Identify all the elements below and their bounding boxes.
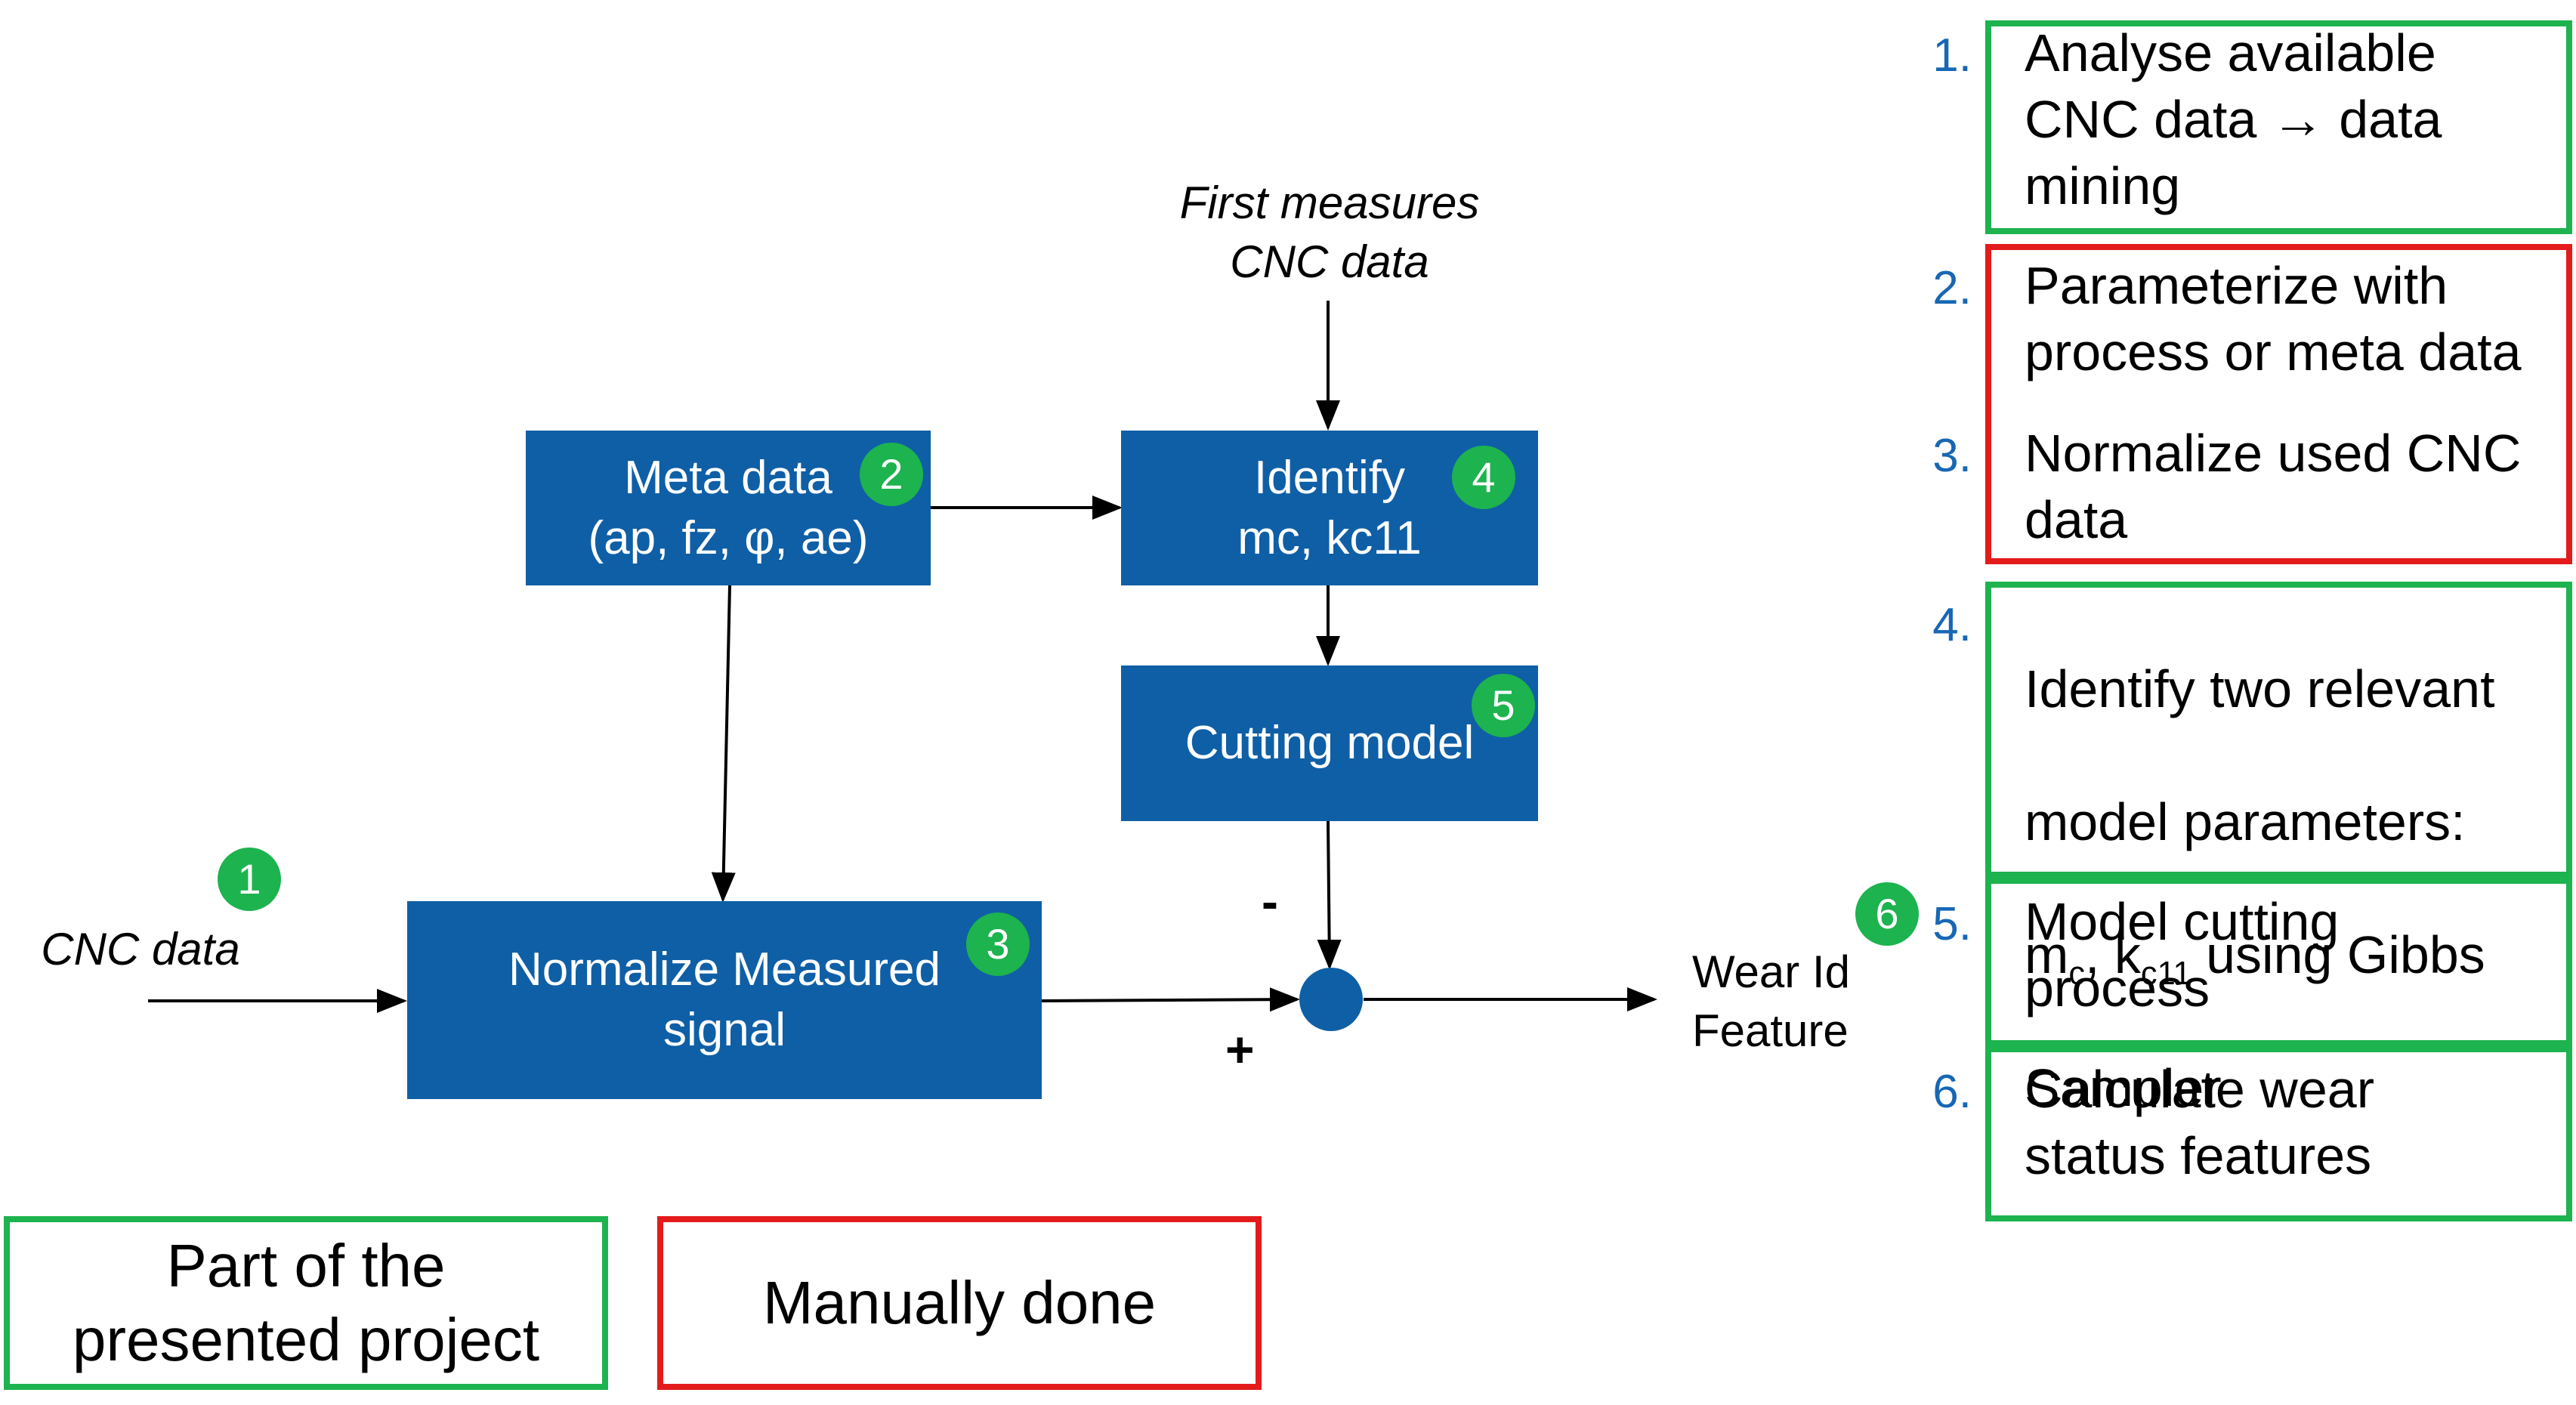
summing-junction xyxy=(1299,968,1363,1031)
step-4-m: m xyxy=(2025,925,2069,984)
step-2-text: Parameterize with process or meta data xyxy=(2025,256,2522,381)
steps-2-3-frame xyxy=(1985,244,2572,564)
wear-id-feature-label: Wear Id Feature xyxy=(1692,946,1850,1056)
step-1-text: Analyse available CNC data → data mining xyxy=(2025,23,2442,215)
cutting-model-box: Cutting model xyxy=(1121,665,1538,821)
step-5-number: 5. xyxy=(1932,898,1972,950)
step-3-text: Normalize used CNC data xyxy=(2025,424,2522,549)
legend-red-box: Manually done xyxy=(657,1216,1262,1390)
arrow-cutting-to-sum xyxy=(1317,820,1342,970)
normalize-label: Normalize Measured signal xyxy=(508,943,941,1056)
arrow-normalize-to-sum xyxy=(1041,987,1300,1012)
step-4-tail: using Gibbs xyxy=(2191,925,2485,984)
meta-data-box: Meta data (ap, fz, φ, ae) xyxy=(526,431,931,585)
minus-sign: - xyxy=(1262,873,1278,929)
step-4-line-1: Identify two relevant xyxy=(2025,659,2495,718)
cnc-data-input-label: CNC data xyxy=(41,924,240,974)
step-5-frame xyxy=(1985,878,2572,1046)
badge-4: 4 xyxy=(1452,446,1515,509)
step-5-text: Model cutting process xyxy=(2025,892,2340,1017)
step-4-number: 4. xyxy=(1932,599,1972,651)
meta-data-label: Meta data (ap, fz, φ, ae) xyxy=(588,451,869,564)
badge-1: 1 xyxy=(218,848,281,911)
step-1-number: 1. xyxy=(1932,29,1972,82)
step-6-text: Calculate wear status features xyxy=(2025,1060,2374,1185)
step-1-frame xyxy=(1985,20,2572,234)
badge-5: 5 xyxy=(1472,674,1535,737)
step-4-sep: , k xyxy=(2085,925,2141,984)
badge-3: 3 xyxy=(966,912,1030,976)
first-measures-label: First measures CNC data xyxy=(1179,178,1480,287)
identify-label: Identify mc, kc11 xyxy=(1237,451,1422,564)
cutting-model-label: Cutting model xyxy=(1185,717,1475,769)
step-6-number: 6. xyxy=(1932,1066,1972,1118)
step-3-number: 3. xyxy=(1932,430,1972,482)
step-4-line-3: mc, kc11 using Gibbs xyxy=(2025,922,2495,990)
step-4-frame xyxy=(1985,582,2572,878)
step-6-frame xyxy=(1985,1046,2572,1221)
arrow-meta-to-normalize xyxy=(711,585,736,903)
step-4-line-4: Sampler xyxy=(2025,1058,2222,1117)
plus-sign: + xyxy=(1225,1021,1255,1077)
badge-2: 2 xyxy=(860,443,923,506)
step-4-k-sub: c11 xyxy=(2140,956,2191,992)
legend-green-box: Part of the presented project xyxy=(4,1216,608,1390)
step-4-text: Identify two relevant model parameters: … xyxy=(2025,589,2495,1187)
badge-6: 6 xyxy=(1855,882,1919,946)
step-4-line-2: model parameters: xyxy=(2025,792,2466,851)
step-2-number: 2. xyxy=(1932,262,1972,314)
normalize-box: Normalize Measured signal xyxy=(407,901,1042,1099)
step-4-m-sub: c xyxy=(2068,956,2086,992)
